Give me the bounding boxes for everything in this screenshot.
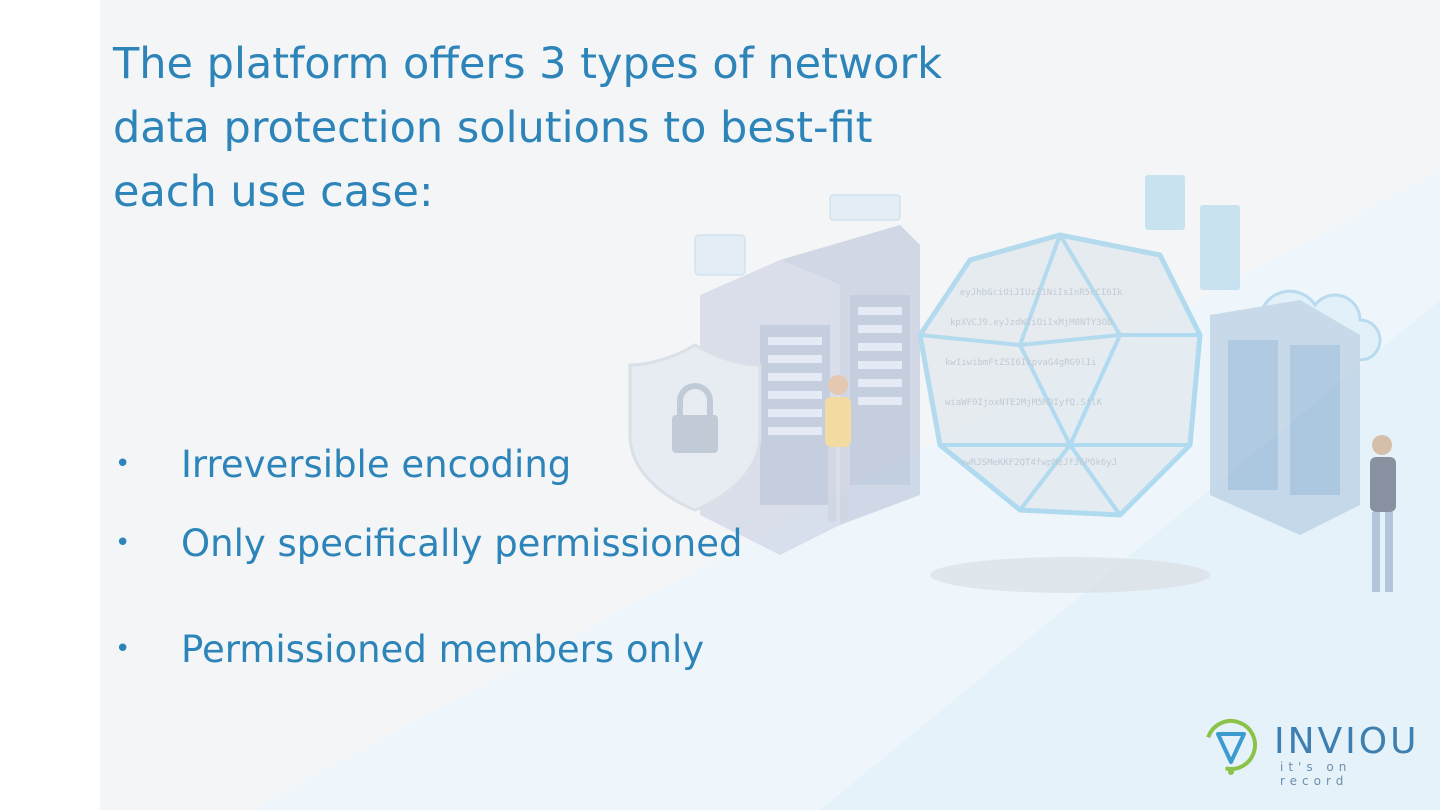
logo-wordmark: INVIOU: [1274, 721, 1420, 762]
bullet-glyph: •: [115, 634, 131, 664]
inviou-logo-icon: [1205, 719, 1257, 775]
bullet-text: Irreversible encoding: [181, 442, 572, 486]
title-line-1: The platform offers 3 types of network: [113, 39, 943, 89]
data-protection-illustration: eyJhbGciOiJIUzI1NiIsInR5cCI6Ik kpXVCJ9.e…: [628, 175, 1396, 593]
bullet-list: • Irreversible encoding • Only specifica…: [113, 438, 743, 702]
bullet-item: • Only specifically permissioned: [113, 490, 743, 596]
bullet-glyph: •: [115, 528, 131, 558]
slide-title: The platform offers 3 types of network d…: [113, 32, 1093, 224]
bullet-glyph: •: [115, 449, 131, 479]
svg-text:kpXVCJ9.eyJzdWIiOiIxMjM0NTY3OD: kpXVCJ9.eyJzdWIiOiIxMjM0NTY3OD: [950, 318, 1113, 328]
person-icon: [1370, 435, 1396, 592]
svg-text:eyJhbGciOiJIUzI1NiIsInR5cCI6Ik: eyJhbGciOiJIUzI1NiIsInR5cCI6Ik: [960, 288, 1123, 298]
bullet-item: • Irreversible encoding: [113, 438, 743, 490]
bullet-item: • Permissioned members only: [113, 596, 743, 702]
shield-lock-icon: [628, 343, 762, 512]
svg-text:wiaWF0IjoxNTE2MjM5MDIyfQ.SflK: wiaWF0IjoxNTE2MjM5MDIyfQ.SflK: [945, 398, 1103, 408]
polyhedron-icon: eyJhbGciOiJIUzI1NiIsInR5cCI6Ik kpXVCJ9.e…: [917, 232, 1203, 518]
title-line-3: each use case:: [113, 167, 434, 217]
inviou-logo: INVIOU it's on record: [1190, 712, 1420, 788]
svg-text:kwIiwibmFtZSI6IkpvaG4gRG9lIi: kwIiwibmFtZSI6IkpvaG4gRG9lIi: [945, 358, 1097, 368]
person-icon: [825, 375, 851, 522]
title-line-2: data protection solutions to best-fit: [113, 103, 873, 153]
bullet-text: Permissioned members only: [181, 627, 705, 671]
bullet-text: Only specifically permissioned: [181, 521, 743, 565]
logo-tagline: it's on record: [1280, 760, 1352, 788]
svg-text:xwRJSMeKKF2QT4fwpMeJf36POk6yJ: xwRJSMeKKF2QT4fwpMeJf36POk6yJ: [960, 458, 1117, 468]
